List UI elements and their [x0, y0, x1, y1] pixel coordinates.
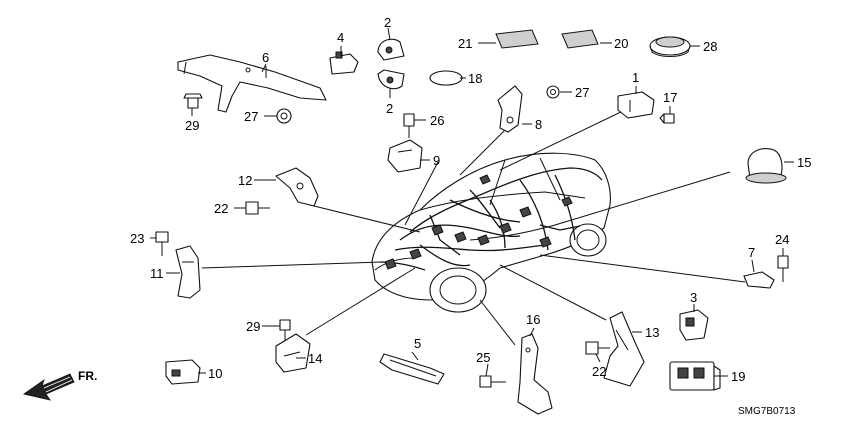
bolt-22-lower [585, 341, 610, 355]
callout-14: 14 [308, 351, 322, 366]
callout-12: 12 [238, 173, 252, 188]
bracket-9 [387, 139, 423, 173]
bolt-17 [659, 113, 675, 124]
callout-18: 18 [468, 71, 482, 86]
callout-5: 5 [414, 336, 421, 351]
callout-11: 11 [150, 266, 164, 281]
callout-13: 13 [645, 325, 659, 340]
clip-10 [165, 359, 201, 385]
callout-1: 1 [632, 70, 639, 85]
callout-17: 17 [663, 90, 677, 105]
callout-2-upper: 2 [384, 15, 391, 30]
grommet-15 [745, 147, 787, 184]
bracket-12 [275, 167, 319, 207]
nut-27-left [276, 108, 292, 124]
callout-28: 28 [703, 39, 717, 54]
callout-24: 24 [775, 232, 789, 247]
callout-8: 8 [535, 117, 542, 132]
callout-3: 3 [690, 290, 697, 305]
callout-26: 26 [430, 113, 444, 128]
bolt-24 [777, 255, 789, 282]
grommet-28 [649, 36, 691, 57]
grommet-2-lower [377, 69, 405, 90]
bracket-14 [275, 333, 311, 373]
bracket-16 [517, 333, 553, 415]
callout-19: 19 [731, 369, 745, 384]
callout-27-right: 27 [575, 85, 589, 100]
bolt-22-upper [245, 201, 270, 215]
bolt-23 [155, 231, 169, 256]
leader-lines [201, 109, 746, 346]
wire-harness [379, 167, 603, 271]
front-direction-arrow: FR. [23, 369, 97, 401]
callout-22-lower: 22 [592, 364, 606, 379]
callout-leaders [150, 27, 794, 377]
callout-16: 16 [526, 312, 540, 327]
callout-21: 21 [458, 36, 472, 51]
callout-15: 15 [797, 155, 811, 170]
front-direction-label: FR. [78, 369, 97, 383]
relay-box-1 [617, 91, 655, 119]
clip-3 [679, 309, 709, 341]
bracket-6 [177, 54, 327, 113]
clip-4 [329, 51, 359, 75]
connector-19 [669, 361, 721, 391]
callout-2-lower: 2 [386, 101, 393, 116]
callout-29-upper: 29 [185, 118, 199, 133]
seal-18 [429, 70, 463, 86]
callout-6: 6 [262, 50, 269, 65]
callout-20: 20 [614, 36, 628, 51]
callout-numbers: 1 2 2 3 4 5 6 7 8 9 10 11 12 13 14 15 16… [130, 15, 811, 384]
callout-22-upper: 22 [214, 201, 228, 216]
callout-29-lower: 29 [246, 319, 260, 334]
bolt-26 [403, 113, 415, 138]
bracket-13 [603, 311, 645, 387]
bolt-25 [479, 375, 506, 388]
nut-27-right [546, 85, 560, 99]
cover-5 [379, 353, 445, 385]
callout-10: 10 [208, 366, 222, 381]
bracket-11 [175, 245, 201, 299]
callout-9: 9 [433, 153, 440, 168]
bolt-29-upper [183, 93, 203, 109]
pad-21 [495, 29, 539, 49]
diagram-code: SMG7B0713 [738, 406, 796, 417]
callout-25: 25 [476, 350, 490, 365]
callout-7: 7 [748, 245, 755, 260]
pad-20 [561, 29, 599, 49]
callout-4: 4 [337, 30, 344, 45]
callout-27-left: 27 [244, 109, 258, 124]
grommet-2-upper [377, 38, 405, 61]
bracket-8 [497, 85, 523, 133]
clip-7 [743, 271, 775, 289]
callout-23: 23 [130, 231, 144, 246]
